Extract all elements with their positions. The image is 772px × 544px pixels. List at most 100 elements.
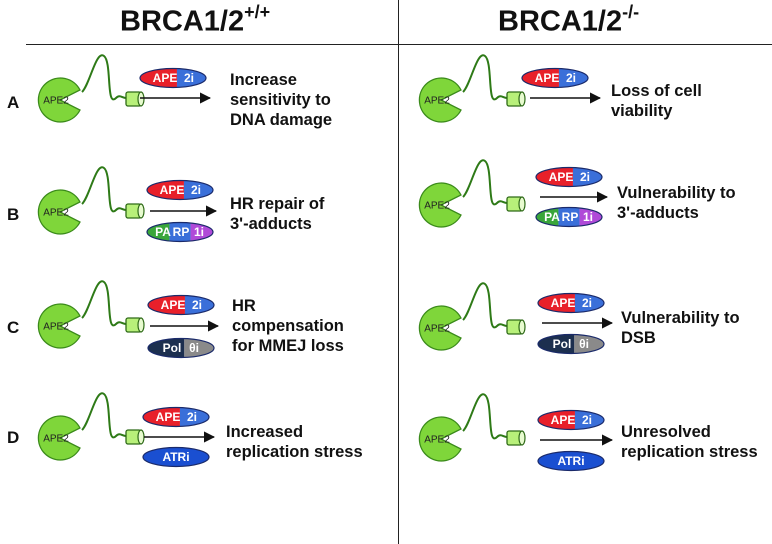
ape2i-label-a: APE (153, 71, 178, 85)
dna-end-cap (518, 91, 526, 107)
ape2-enzyme (418, 182, 462, 228)
ape2i-label-b: 2i (191, 183, 201, 197)
enzyme-ape2-b-right: APE2 (418, 159, 526, 228)
inhibitor-ape2i-c-right: APE 2i (537, 292, 605, 314)
ape2-enzyme (418, 305, 462, 351)
inhibitor-ape2i-b-left: APE 2i (146, 179, 214, 201)
header-brca-knockout: BRCA1/2-/- (498, 2, 640, 38)
atri-label: ATRi (162, 450, 189, 464)
inhibitor-atri-d-left: ATRi (142, 446, 210, 468)
row-label-d: D (7, 428, 20, 447)
ape2-label: APE2 (424, 201, 450, 212)
ape2-enzyme (418, 416, 462, 462)
ape2-enzyme (37, 77, 81, 123)
row-b-right-text: Vulnerability to 3'-adducts (617, 184, 736, 222)
ape2i-label-a: APE (160, 183, 185, 197)
dna-strand (462, 393, 508, 440)
ape2-label: APE2 (43, 208, 69, 219)
column-divider (398, 0, 399, 544)
dna-strand (462, 54, 508, 101)
dna-strand (81, 280, 127, 327)
enzyme-ape2-c-right: APE2 (418, 282, 526, 351)
ape2-enzyme (37, 189, 81, 235)
row-a-right-text: Loss of cell viability (611, 82, 702, 120)
inhibitor-ape2i-a-right: APE 2i (521, 67, 589, 89)
ape2i-label-a: APE (551, 413, 576, 427)
ape2-label: APE2 (424, 324, 450, 335)
ape2i-label-a: APE (551, 296, 576, 310)
enzyme-ape2-d-left: APE2 (37, 392, 145, 461)
ape2i-label-a: APE (161, 298, 186, 312)
dna-end-cap (518, 196, 526, 212)
row-label-b: B (7, 205, 20, 224)
dna-end-cap (137, 317, 145, 333)
header-brca-wildtype: BRCA1/2+/+ (120, 2, 271, 38)
dna-strand (81, 166, 127, 213)
inhibitor-ape2i-b-right: APE 2i (535, 166, 603, 188)
polthetai-label-a: Pol (553, 337, 572, 351)
row-a-left-text: Increase sensitivity to DNA damage (230, 71, 333, 129)
parp1i-label-c: 1i (583, 210, 593, 224)
ape2-enzyme (418, 77, 462, 123)
parp1i-label-b: RP (173, 225, 190, 239)
ape2-enzyme (37, 415, 81, 461)
row-b-left-text: HR repair of 3'-adducts (230, 195, 325, 233)
ape2i-label-b: 2i (566, 71, 576, 85)
ape2i-label-b: 2i (582, 413, 592, 427)
dna-end-cap (518, 430, 526, 446)
row-d-left-text: Increased replication stress (226, 423, 363, 461)
dna-strand (462, 159, 508, 206)
inhibitor-ape2i-d-right: APE 2i (537, 409, 605, 431)
polthetai-label-b: θi (189, 341, 199, 355)
dna-strand (81, 54, 127, 101)
enzyme-ape2-d-right: APE2 (418, 393, 526, 462)
dna-end-cap (137, 203, 145, 219)
ape2i-label-a: APE (535, 71, 560, 85)
ape2-label: APE2 (424, 96, 450, 107)
enzyme-ape2-b-left: APE2 (37, 166, 145, 235)
ape2i-label-b: 2i (192, 298, 202, 312)
ape2i-label-a: APE (549, 170, 574, 184)
ape2-label: APE2 (43, 96, 69, 107)
ape2-enzyme (37, 303, 81, 349)
enzyme-ape2-c-left: APE2 (37, 280, 145, 349)
parp1i-label-b: RP (562, 210, 579, 224)
row-c-right-text: Vulnerability to DSB (621, 309, 740, 347)
row-d-right-text: Unresolved replication stress (621, 423, 758, 461)
row-label-a: A (7, 93, 20, 112)
parp1i-label-c: 1i (194, 225, 204, 239)
inhibitor-ape2i-d-left: APE 2i (142, 406, 210, 428)
ape2i-label-b: 2i (582, 296, 592, 310)
ape2i-label-b: 2i (580, 170, 590, 184)
ape2-label: APE2 (424, 435, 450, 446)
ape2i-label-b: 2i (184, 71, 194, 85)
ape2-label: APE2 (43, 434, 69, 445)
row-c-left-text: HR compensation for MMEJ loss (232, 297, 344, 355)
row-label-c: C (7, 318, 20, 337)
enzyme-ape2-a-left: APE2 (37, 54, 145, 123)
ape2i-label-b: 2i (187, 410, 197, 424)
polthetai-label-a: Pol (163, 341, 182, 355)
ape2i-label-a: APE (156, 410, 181, 424)
enzyme-ape2-a-right: APE2 (418, 54, 526, 123)
dna-end-cap (137, 91, 145, 107)
dna-end-cap (518, 319, 526, 335)
atri-label: ATRi (557, 454, 584, 468)
parp1i-label-a: PA (155, 225, 171, 239)
inhibitor-ape2i-a-left: APE 2i (139, 67, 207, 89)
polthetai-label-b: θi (579, 337, 589, 351)
dna-strand (462, 282, 508, 329)
dna-strand (81, 392, 127, 439)
header-divider-right (399, 44, 772, 45)
ape2-label: APE2 (43, 322, 69, 333)
inhibitor-atri-d-right: ATRi (537, 450, 605, 472)
parp1i-label-a: PA (544, 210, 560, 224)
header-divider-left (26, 44, 398, 45)
inhibitor-ape2i-c-left: APE 2i (147, 294, 215, 316)
dna-end-cap (137, 429, 145, 445)
